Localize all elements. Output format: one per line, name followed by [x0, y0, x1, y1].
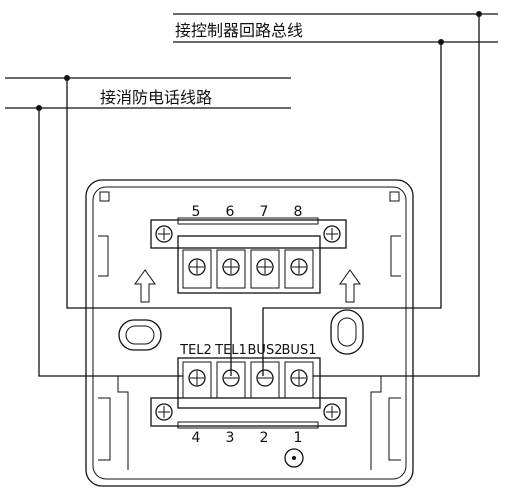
terminal-label-tel1: TEL1 [214, 343, 247, 358]
terminal-number: 7 [260, 204, 269, 220]
terminal-number: 1 [294, 430, 303, 446]
ring-icon [284, 448, 304, 468]
terminal-label-bus1: BUS1 [282, 343, 317, 358]
mounting-hole-left [118, 319, 162, 351]
mounting-hole-right [330, 309, 364, 355]
terminal-label-bus2: BUS2 [248, 343, 283, 358]
controller-bus-lines [173, 11, 498, 377]
terminal-number: 5 [192, 204, 201, 220]
terminal-number: 6 [226, 204, 235, 220]
module-housing [85, 179, 414, 487]
terminal-number: 8 [294, 204, 303, 220]
controller-bus-label: 接控制器回路总线 [175, 21, 303, 40]
terminal-number: 4 [192, 430, 201, 446]
bottom-terminal-block [150, 357, 347, 429]
fire-phone-label: 接消防电话线路 [100, 88, 212, 107]
terminal-number: 2 [260, 430, 269, 446]
terminal-number: 3 [226, 430, 235, 446]
top-terminal-block [150, 217, 347, 294]
up-arrow-icon [339, 269, 361, 303]
up-arrow-icon [134, 269, 156, 303]
fire-phone-lines [5, 75, 291, 377]
terminal-label-tel2: TEL2 [179, 343, 212, 358]
